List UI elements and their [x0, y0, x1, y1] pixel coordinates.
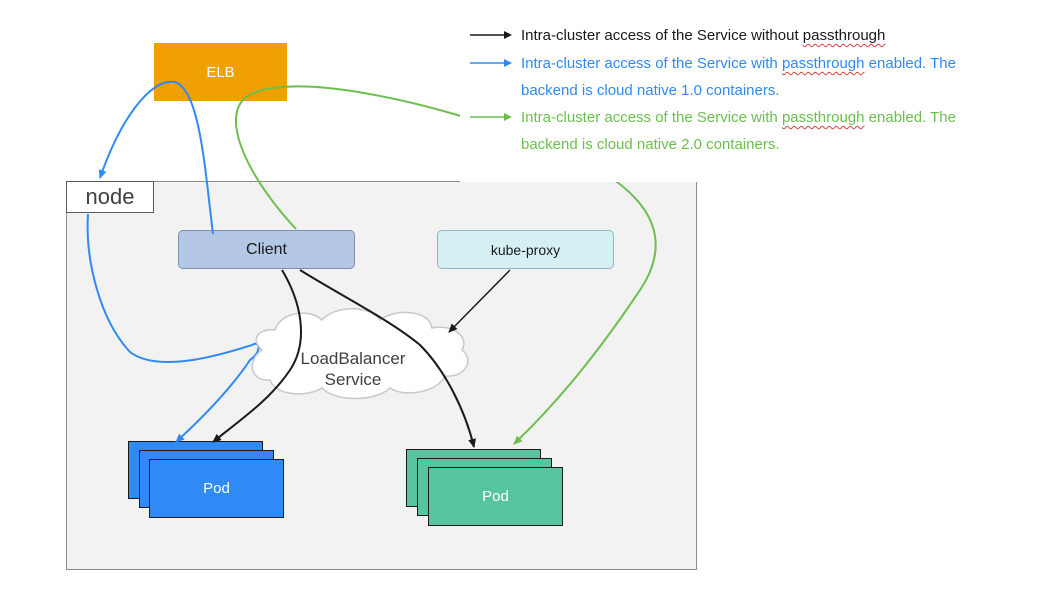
legend-green-text: Intra-cluster access of the Service with… [521, 109, 956, 153]
legend-black: Intra-cluster access of the Service with… [470, 22, 1030, 48]
kube-proxy-box: kube-proxy [437, 230, 614, 269]
legend-black-text: Intra-cluster access of the Service with… [521, 27, 886, 44]
legend-blue: Intra-cluster access of the Service with… [470, 50, 1030, 104]
pod-blue-front: Pod [149, 459, 284, 518]
blue-arrow-path-1 [98, 80, 214, 235]
load-balancer-label: LoadBalancer Service [268, 348, 438, 390]
node-label: node [66, 181, 154, 213]
client-box: Client [178, 230, 355, 269]
legend-panel [460, 18, 1046, 182]
elb-box: ELB [154, 43, 287, 101]
load-balancer-cloud [251, 308, 469, 400]
black-arrow-client-to-green-pod [299, 269, 476, 448]
green-arrow-icon [470, 113, 512, 121]
load-balancer-line1: LoadBalancer [300, 349, 406, 368]
legend-green: Intra-cluster access of the Service with… [470, 104, 1030, 158]
load-balancer-line2: Service [324, 370, 382, 389]
blue-arrow-icon [470, 59, 512, 67]
legend-blue-text: Intra-cluster access of the Service with… [521, 55, 956, 99]
pod-green-front: Pod [428, 467, 563, 526]
black-arrow-icon [470, 31, 512, 39]
blue-arrow-path-2 [86, 213, 260, 443]
black-arrow-client-to-blue-pod [212, 269, 302, 443]
black-arrow-kube-proxy-to-lb [448, 269, 511, 333]
